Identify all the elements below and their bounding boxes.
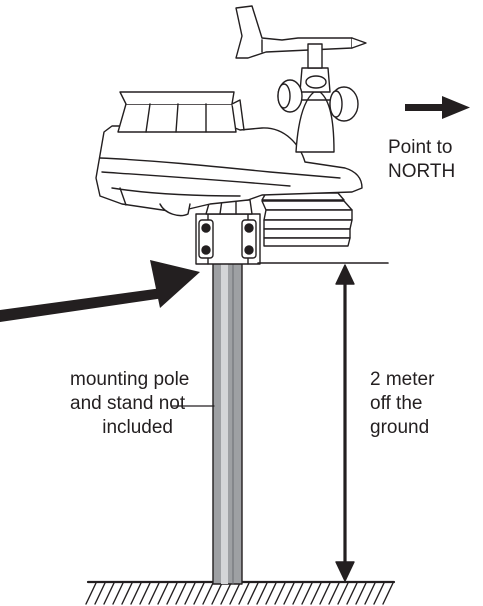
ground-hatch-mark — [85, 582, 97, 605]
ground-hatch-mark — [283, 582, 295, 605]
ground-hatch-mark — [229, 582, 241, 605]
ground-hatch-mark — [238, 582, 250, 605]
ground-hatch-mark — [310, 582, 322, 605]
ground-hatch-mark — [247, 582, 259, 605]
ground-hatch-mark — [292, 582, 304, 605]
ground-hatch-mark — [184, 582, 196, 605]
ground-hatch-mark — [364, 582, 376, 605]
north-note-line2: NORTH — [388, 161, 456, 182]
height-dimension-arrow — [335, 264, 355, 582]
pole-note-line3: included — [102, 417, 173, 438]
ground-hatch-mark — [193, 582, 205, 605]
ground-hatch-mark — [211, 582, 223, 605]
ground-hatch-mark — [121, 582, 133, 605]
height-note-line1: 2 meter — [370, 369, 435, 390]
north-note: Point to NORTH — [388, 136, 455, 184]
ground-hatch-mark — [166, 582, 178, 605]
ground-hatch-mark — [94, 582, 106, 605]
ground-hatch-mark — [130, 582, 142, 605]
ground-hatch-mark — [355, 582, 367, 605]
ground-hatch-mark — [319, 582, 331, 605]
height-note-line3: ground — [370, 417, 430, 438]
ground-hatch-mark — [256, 582, 268, 605]
mount-pointer-arrow — [0, 260, 200, 322]
radiation-shield — [261, 192, 353, 247]
ground-hatch-mark — [382, 582, 394, 605]
pole-note: mounting pole and stand not included — [70, 368, 190, 440]
ground-hatch-mark — [157, 582, 169, 605]
wind-vane — [235, 5, 367, 69]
pole-note-line1: mounting pole — [70, 369, 190, 390]
ground-hatch-mark — [202, 582, 214, 605]
ground-hatch-mark — [112, 582, 124, 605]
mounting-pole — [212, 261, 243, 585]
north-arrow-icon — [405, 96, 470, 119]
rain-collector — [117, 91, 245, 133]
ground-hatch — [85, 580, 396, 605]
ground-hatch-mark — [346, 582, 358, 605]
ground-hatch-mark — [328, 582, 340, 605]
pole-bracket — [195, 199, 261, 265]
ground-hatch-mark — [175, 582, 187, 605]
ground-hatch-mark — [148, 582, 160, 605]
anemometer — [277, 67, 359, 153]
height-note: 2 meter off the ground — [370, 368, 434, 440]
ground-hatch-mark — [103, 582, 115, 605]
ground-hatch-mark — [274, 582, 286, 605]
ground-hatch-mark — [265, 582, 277, 605]
ground-hatch-mark — [337, 582, 349, 605]
sensor-body — [95, 125, 363, 217]
north-note-line1: Point to — [388, 137, 453, 158]
height-note-line2: off the — [370, 393, 423, 414]
ground-hatch-mark — [301, 582, 313, 605]
pole-note-line2: and stand not — [70, 393, 186, 414]
ground-hatch-mark — [373, 582, 385, 605]
ground-hatch-mark — [220, 582, 232, 605]
ground-hatch-mark — [139, 582, 151, 605]
